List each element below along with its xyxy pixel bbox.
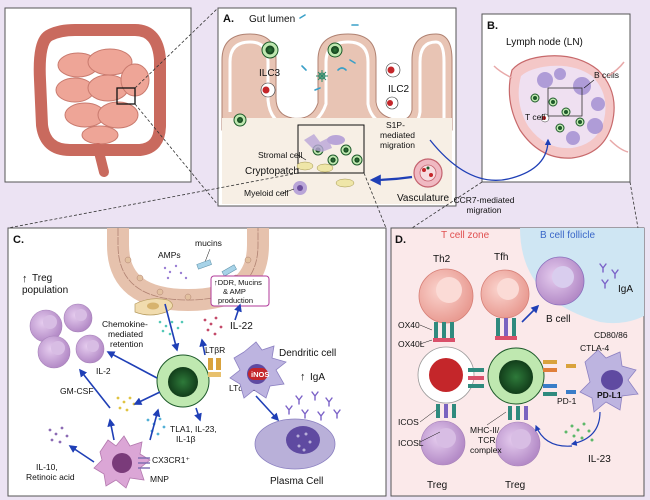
gmcsf-label: GM-CSF	[60, 386, 94, 396]
panel-b: B. Lymph node (LN) B cells T cell	[411, 13, 639, 229]
b-cells-label: B cells	[594, 70, 619, 80]
cd80-label: CD80/86	[594, 330, 628, 340]
amps-label: AMPs	[158, 250, 181, 260]
t-cell-zone-label: T cell zone	[441, 230, 490, 241]
ccr7-label-2: migration	[467, 205, 502, 215]
il22-label: IL-22	[230, 321, 253, 332]
ox40-label: OX40	[398, 320, 420, 330]
th2-label: Th2	[433, 254, 451, 265]
ilc2-label: ILC2	[388, 84, 410, 95]
ox40l-label: OX40L	[398, 339, 425, 349]
b-cell-follicle-label: B cell follicle	[540, 230, 595, 241]
myeloid-cell-label: Myeloid cell	[244, 188, 289, 198]
chemokine-label-3: retention	[110, 339, 143, 349]
vasculature-label: Vasculature	[397, 193, 450, 204]
treg-label-a: Treg	[427, 480, 447, 491]
il23-label: IL-23	[588, 454, 611, 465]
ilc3-label: ILC3	[259, 68, 281, 79]
intestine-illustration	[4, 7, 219, 206]
panel-d-letter: D.	[395, 234, 406, 246]
pd1-label: PD-1	[557, 396, 577, 406]
iga-up-arrow: ↑	[300, 371, 306, 383]
icosl-label: ICOSL	[398, 438, 424, 448]
s1p-label-3: migration	[380, 140, 415, 150]
il2-label: IL-2	[96, 366, 111, 376]
panel-a-letter: A.	[223, 13, 234, 25]
s1p-label-2: mediated	[380, 130, 415, 140]
stromal-cell-label: Stromal cell	[258, 150, 303, 160]
iga-label-d: IgA	[618, 284, 633, 295]
ddr-box-line-2: & AMP	[223, 287, 246, 296]
cryptopatch-label: Cryptopatch	[245, 166, 299, 177]
treg-label-b: Treg	[505, 480, 525, 491]
lymph-node-label: Lymph node (LN)	[506, 37, 583, 48]
mucins-label: mucins	[195, 238, 222, 248]
icos-label: ICOS	[398, 417, 419, 427]
mhc-label-1: MHC-II/	[470, 425, 500, 435]
dendritic-cell-label: Dendritic cell	[279, 348, 336, 359]
plasma-cell-label: Plasma Cell	[270, 476, 323, 487]
t-cell-label: T cell	[525, 112, 545, 122]
pdl1-label: PD-L1	[597, 390, 622, 400]
microbe-icon	[316, 70, 328, 82]
mnp-label: MNP	[150, 474, 169, 484]
ccr7-label-1: CCR7-mediated	[454, 195, 515, 205]
panel-a: A. Gut lumen ILC3 ILC2	[217, 7, 457, 207]
chemokine-label-2: mediated	[108, 329, 143, 339]
il10-label-2: Retinoic acid	[26, 472, 75, 482]
tfh-label: Tfh	[494, 252, 508, 263]
chemokine-label-1: Chemokine-	[102, 319, 148, 329]
treg-population-label-1: Treg	[32, 273, 52, 284]
tla-label-2: IL-1β	[176, 434, 196, 444]
inos-label: iNOS	[251, 370, 269, 379]
s1p-label-1: S1P-	[386, 120, 405, 130]
tla-label-1: TLA1, IL-23,	[170, 424, 217, 434]
cx3cr1-label: CX3CR1⁺	[152, 455, 191, 465]
il10-label-1: IL-10,	[36, 462, 58, 472]
ccr7-migration-arrow	[429, 138, 552, 181]
panel-c: C. mucins AMPs ↑DDR, Mucins & AMP produc…	[7, 227, 387, 497]
panel-c-letter: C.	[13, 234, 24, 246]
treg-population-label-2: population	[22, 285, 68, 296]
b-cell-label: B cell	[546, 314, 570, 325]
ltbr-label: LTβR	[205, 345, 225, 355]
gut-lumen-label: Gut lumen	[249, 14, 295, 25]
treg-up-arrow: ↑	[22, 273, 28, 285]
ddr-box-line-3: production	[218, 296, 253, 305]
panel-b-letter: B.	[487, 20, 498, 32]
iga-label-c: IgA	[310, 372, 325, 383]
ctla4-label: CTLA-4	[580, 343, 610, 353]
ddr-box-line-1: ↑DDR, Mucins	[214, 278, 262, 287]
mhc-label-2: TCR	[478, 435, 495, 445]
mhc-label-3: complex	[470, 445, 502, 455]
panel-d: D. T cell zone B cell follicle B cell Ig…	[390, 227, 645, 497]
